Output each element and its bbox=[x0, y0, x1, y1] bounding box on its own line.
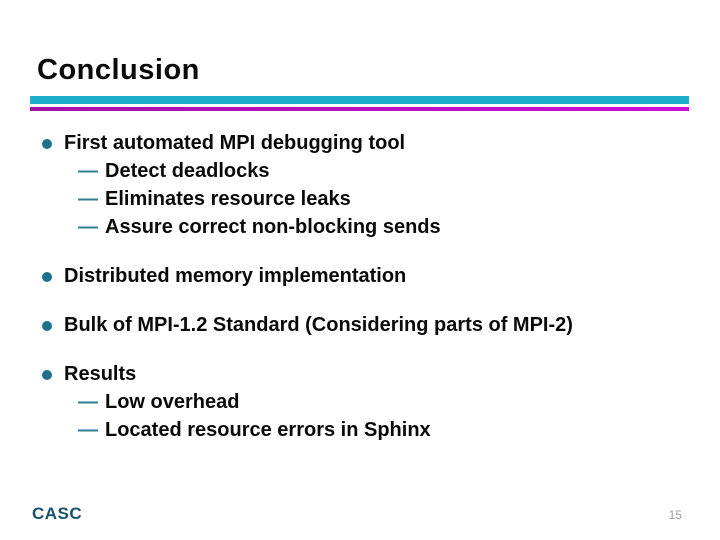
casc-logo: CASC bbox=[32, 504, 83, 523]
sub-bullet-item: — Low overhead bbox=[38, 388, 698, 416]
sub-bullet-item-text: Eliminates resource leaks bbox=[105, 188, 351, 210]
bullet-group: Results — Low overhead — Located resource er… bbox=[38, 360, 698, 444]
dash-icon: — bbox=[78, 216, 98, 238]
bullet-group: First automated MPI debugging tool — Detec… bbox=[38, 129, 698, 241]
dash-icon: — bbox=[78, 188, 98, 210]
divider-magenta-bar bbox=[30, 107, 689, 111]
bullet-item-text: Results bbox=[64, 363, 137, 385]
sub-bullet-item-text: Low overhead bbox=[105, 391, 240, 413]
bullet-item: Bulk of MPI-1.2 Standard (Considering pa… bbox=[38, 311, 698, 339]
slide-title: Conclusion bbox=[37, 54, 200, 86]
sub-bullet-item-text: Assure correct non-blocking sends bbox=[105, 216, 441, 238]
sub-bullet-item: — Located resource errors in Sphinx bbox=[38, 416, 698, 444]
bullet-item: First automated MPI debugging tool bbox=[38, 129, 698, 157]
page-number: 15 bbox=[668, 508, 682, 522]
bullet-circle-icon bbox=[42, 139, 52, 149]
bullet-group: Distributed memory implementation bbox=[38, 262, 698, 290]
sub-bullet-item: — Assure correct non-blocking sends bbox=[38, 213, 698, 241]
bullet-circle-icon bbox=[42, 370, 52, 380]
sub-bullet-item-text: Detect deadlocks bbox=[105, 160, 270, 182]
bullet-circle-icon bbox=[42, 321, 52, 331]
divider-teal-bar bbox=[30, 96, 689, 104]
dash-icon: — bbox=[78, 391, 98, 413]
dash-icon: — bbox=[78, 419, 98, 441]
sub-bullet-item-text: Located resource errors in Sphinx bbox=[105, 419, 431, 441]
bullet-list: First automated MPI debugging tool — Detec… bbox=[38, 129, 698, 465]
bullet-group: Bulk of MPI-1.2 Standard (Considering pa… bbox=[38, 311, 698, 339]
dash-icon: — bbox=[78, 160, 98, 182]
sub-bullet-item: — Detect deadlocks bbox=[38, 157, 698, 185]
bullet-item-text: First automated MPI debugging tool bbox=[64, 132, 406, 154]
bullet-item-text: Bulk of MPI-1.2 Standard (Considering pa… bbox=[64, 314, 573, 336]
bullet-item-text: Distributed memory implementation bbox=[64, 265, 407, 287]
bullet-item: Distributed memory implementation bbox=[38, 262, 698, 290]
bullet-item: Results bbox=[38, 360, 698, 388]
sub-bullet-item: — Eliminates resource leaks bbox=[38, 185, 698, 213]
bullet-circle-icon bbox=[42, 272, 52, 282]
